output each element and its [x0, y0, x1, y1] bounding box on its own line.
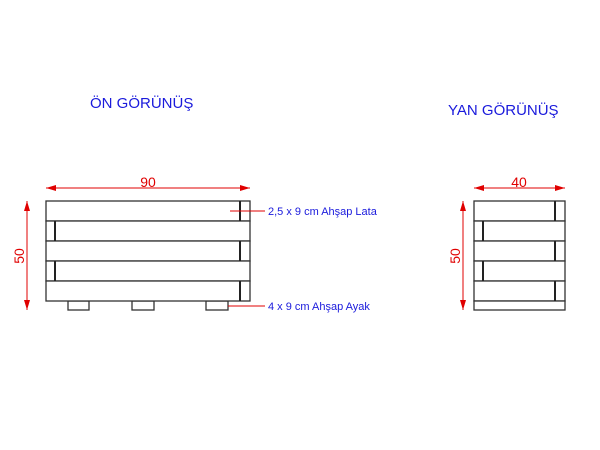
svg-text:2,5 x 9 cm Ahşap Lata: 2,5 x 9 cm Ahşap Lata	[268, 206, 378, 218]
slat-callout: 2,5 x 9 cm Ahşap Lata	[230, 206, 378, 218]
svg-text:40: 40	[511, 174, 527, 190]
side-view: 40 50	[447, 174, 566, 311]
front-height-dimension: 50	[11, 201, 30, 310]
front-slats	[45, 200, 251, 302]
svg-text:4 x 9 cm Ahşap Ayak: 4 x 9 cm Ahşap Ayak	[268, 301, 370, 313]
front-view-title: ÖN GÖRÜNÜŞ	[90, 94, 193, 112]
front-feet	[67, 300, 229, 311]
front-width-dimension: 90	[46, 174, 250, 191]
side-width-dimension: 40	[474, 174, 565, 191]
side-height-dimension: 50	[447, 201, 466, 310]
side-view-title: YAN GÖRÜNÜŞ	[448, 101, 559, 119]
svg-text:50: 50	[11, 248, 27, 264]
foot-callout: 4 x 9 cm Ahşap Ayak	[228, 301, 370, 313]
svg-text:90: 90	[140, 174, 156, 190]
front-view: 90 50 2,5 x 9 cm Ahşap Lata 4 x 9 cm Ahş…	[11, 174, 378, 313]
svg-text:50: 50	[447, 248, 463, 264]
side-slats	[473, 200, 566, 311]
